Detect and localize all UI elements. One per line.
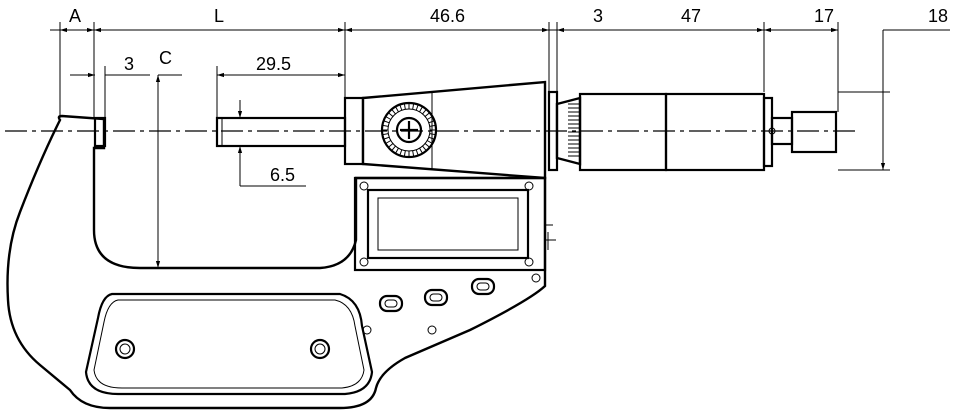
- button-mode[interactable]: [470, 277, 496, 296]
- dim-ratchet-length: 17: [814, 6, 834, 26]
- dim-c: C: [159, 48, 172, 68]
- grip-screw-left: [114, 338, 136, 360]
- dim-dial-width: 46.6: [430, 6, 465, 26]
- dim-anvil-length: 3: [124, 54, 134, 74]
- spindle: [215, 116, 347, 148]
- display-frame: [353, 176, 547, 272]
- dim-thimble-gap: 3: [593, 6, 603, 26]
- dim-spindle-diameter: 6.5: [270, 165, 295, 185]
- thimble-knurl: [664, 92, 766, 172]
- button-on-off[interactable]: [378, 294, 404, 313]
- dim-diameter: 18: [928, 6, 948, 26]
- grip-plate-inner: [93, 299, 365, 389]
- dimension-lines: [50, 22, 950, 268]
- dim-spindle-length: 29.5: [256, 54, 291, 74]
- dim-l: L: [214, 6, 224, 26]
- dim-a: A: [69, 6, 81, 26]
- dial-housing: [361, 80, 547, 180]
- grip-screw-right: [309, 338, 331, 360]
- ratchet-knob: [790, 110, 838, 154]
- grip-plate: [84, 292, 374, 396]
- thimble: [578, 92, 668, 172]
- anvil: [93, 116, 107, 148]
- lcd-outer: [366, 188, 530, 260]
- dim-thimble-length: 47: [681, 6, 701, 26]
- button-zero[interactable]: [423, 288, 449, 307]
- lcd-screen: [377, 197, 519, 251]
- lock-knob-icon: [380, 101, 438, 159]
